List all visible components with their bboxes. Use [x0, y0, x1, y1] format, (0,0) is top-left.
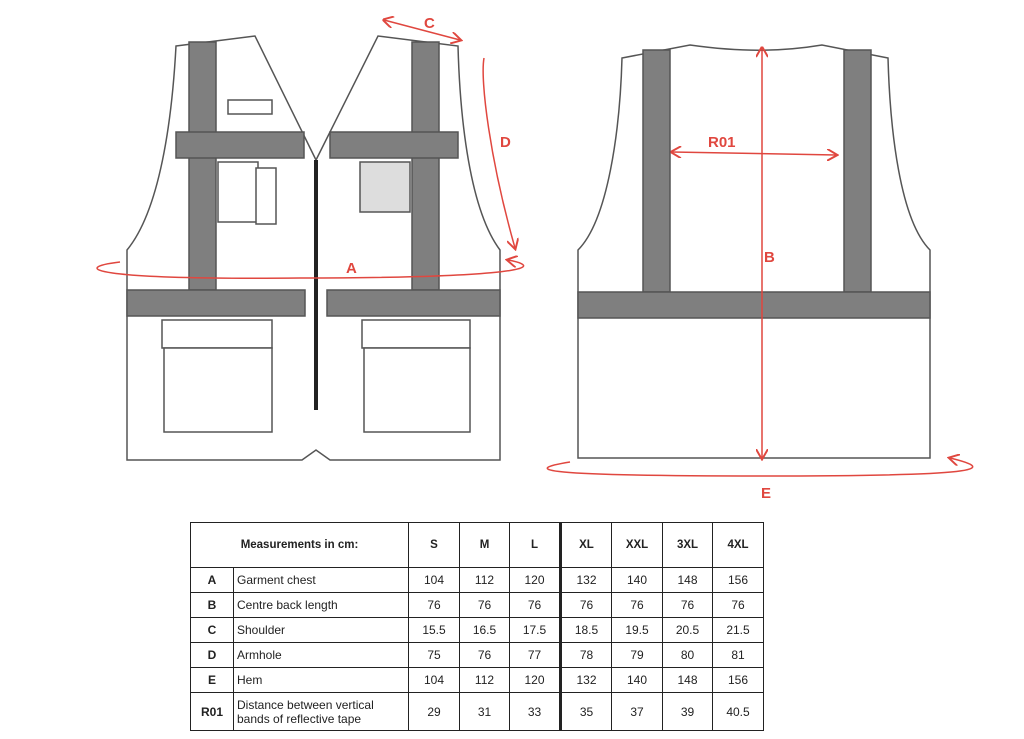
row-name: Centre back length: [233, 592, 409, 618]
cell-value: 76: [712, 592, 764, 618]
cell-value: 15.5: [408, 617, 460, 643]
cell-value: 20.5: [662, 617, 713, 643]
cell-value: 37: [611, 692, 663, 731]
cell-value: 18.5: [559, 617, 612, 643]
row-code: R01: [190, 692, 234, 731]
cell-value: 17.5: [509, 617, 561, 643]
back-vest: [577, 44, 931, 459]
cell-value: 112: [459, 567, 510, 593]
row-code: B: [190, 592, 234, 618]
row-name: Shoulder: [233, 617, 409, 643]
row-name: Hem: [233, 667, 409, 693]
cell-value: 120: [509, 667, 561, 693]
cell-value: 120: [509, 567, 561, 593]
cell-value: 77: [509, 642, 561, 668]
cell-value: 148: [662, 567, 713, 593]
cell-value: 140: [611, 567, 663, 593]
cell-value: 132: [559, 667, 612, 693]
size-header: XL: [559, 522, 612, 568]
size-header: 3XL: [662, 522, 713, 568]
vest-diagram: C D A R01 B E: [96, 15, 974, 502]
cell-value: 156: [712, 567, 764, 593]
cell-value: 104: [408, 667, 460, 693]
cell-value: 33: [509, 692, 561, 731]
cell-value: 40.5: [712, 692, 764, 731]
row-code: A: [190, 567, 234, 593]
cell-value: 148: [662, 667, 713, 693]
cell-value: 76: [459, 592, 510, 618]
cell-value: 112: [459, 667, 510, 693]
label-a: A: [346, 260, 357, 277]
label-d: D: [500, 134, 511, 151]
row-code: D: [190, 642, 234, 668]
cell-value: 132: [559, 567, 612, 593]
cell-value: 76: [662, 592, 713, 618]
label-r01: R01: [708, 134, 736, 151]
header-row: Measurements in cm: S M L XL XXL 3XL 4XL: [190, 522, 764, 568]
cell-value: 75: [408, 642, 460, 668]
measure-arrows: [96, 20, 974, 477]
cell-value: 31: [459, 692, 510, 731]
cell-value: 76: [509, 592, 561, 618]
cell-value: 19.5: [611, 617, 663, 643]
size-header: S: [408, 522, 460, 568]
row-name: Distance between vertical bands of refle…: [233, 692, 409, 731]
row-code: E: [190, 667, 234, 693]
cell-value: 29: [408, 692, 460, 731]
label-b: B: [764, 249, 775, 266]
cell-value: 21.5: [712, 617, 764, 643]
cell-value: 76: [611, 592, 663, 618]
cell-value: 76: [459, 642, 510, 668]
size-header: XXL: [611, 522, 663, 568]
cell-value: 156: [712, 667, 764, 693]
cell-value: 78: [559, 642, 612, 668]
cell-value: 39: [662, 692, 713, 731]
row-code: C: [190, 617, 234, 643]
cell-value: 16.5: [459, 617, 510, 643]
cell-value: 76: [559, 592, 612, 618]
row-name: Garment chest: [233, 567, 409, 593]
label-c: C: [424, 15, 435, 32]
row-name: Armhole: [233, 642, 409, 668]
cell-value: 76: [408, 592, 460, 618]
cell-value: 35: [559, 692, 612, 731]
front-vest: [126, 35, 501, 461]
header-label: Measurements in cm:: [190, 522, 409, 568]
cell-value: 81: [712, 642, 764, 668]
cell-value: 80: [662, 642, 713, 668]
label-e: E: [761, 485, 771, 502]
cell-value: 140: [611, 667, 663, 693]
size-chart-table: Measurements in cm: S M L XL XXL 3XL 4XL…: [190, 522, 764, 731]
size-header: M: [459, 522, 510, 568]
size-header: L: [509, 522, 561, 568]
size-header: 4XL: [712, 522, 764, 568]
cell-value: 104: [408, 567, 460, 593]
cell-value: 79: [611, 642, 663, 668]
